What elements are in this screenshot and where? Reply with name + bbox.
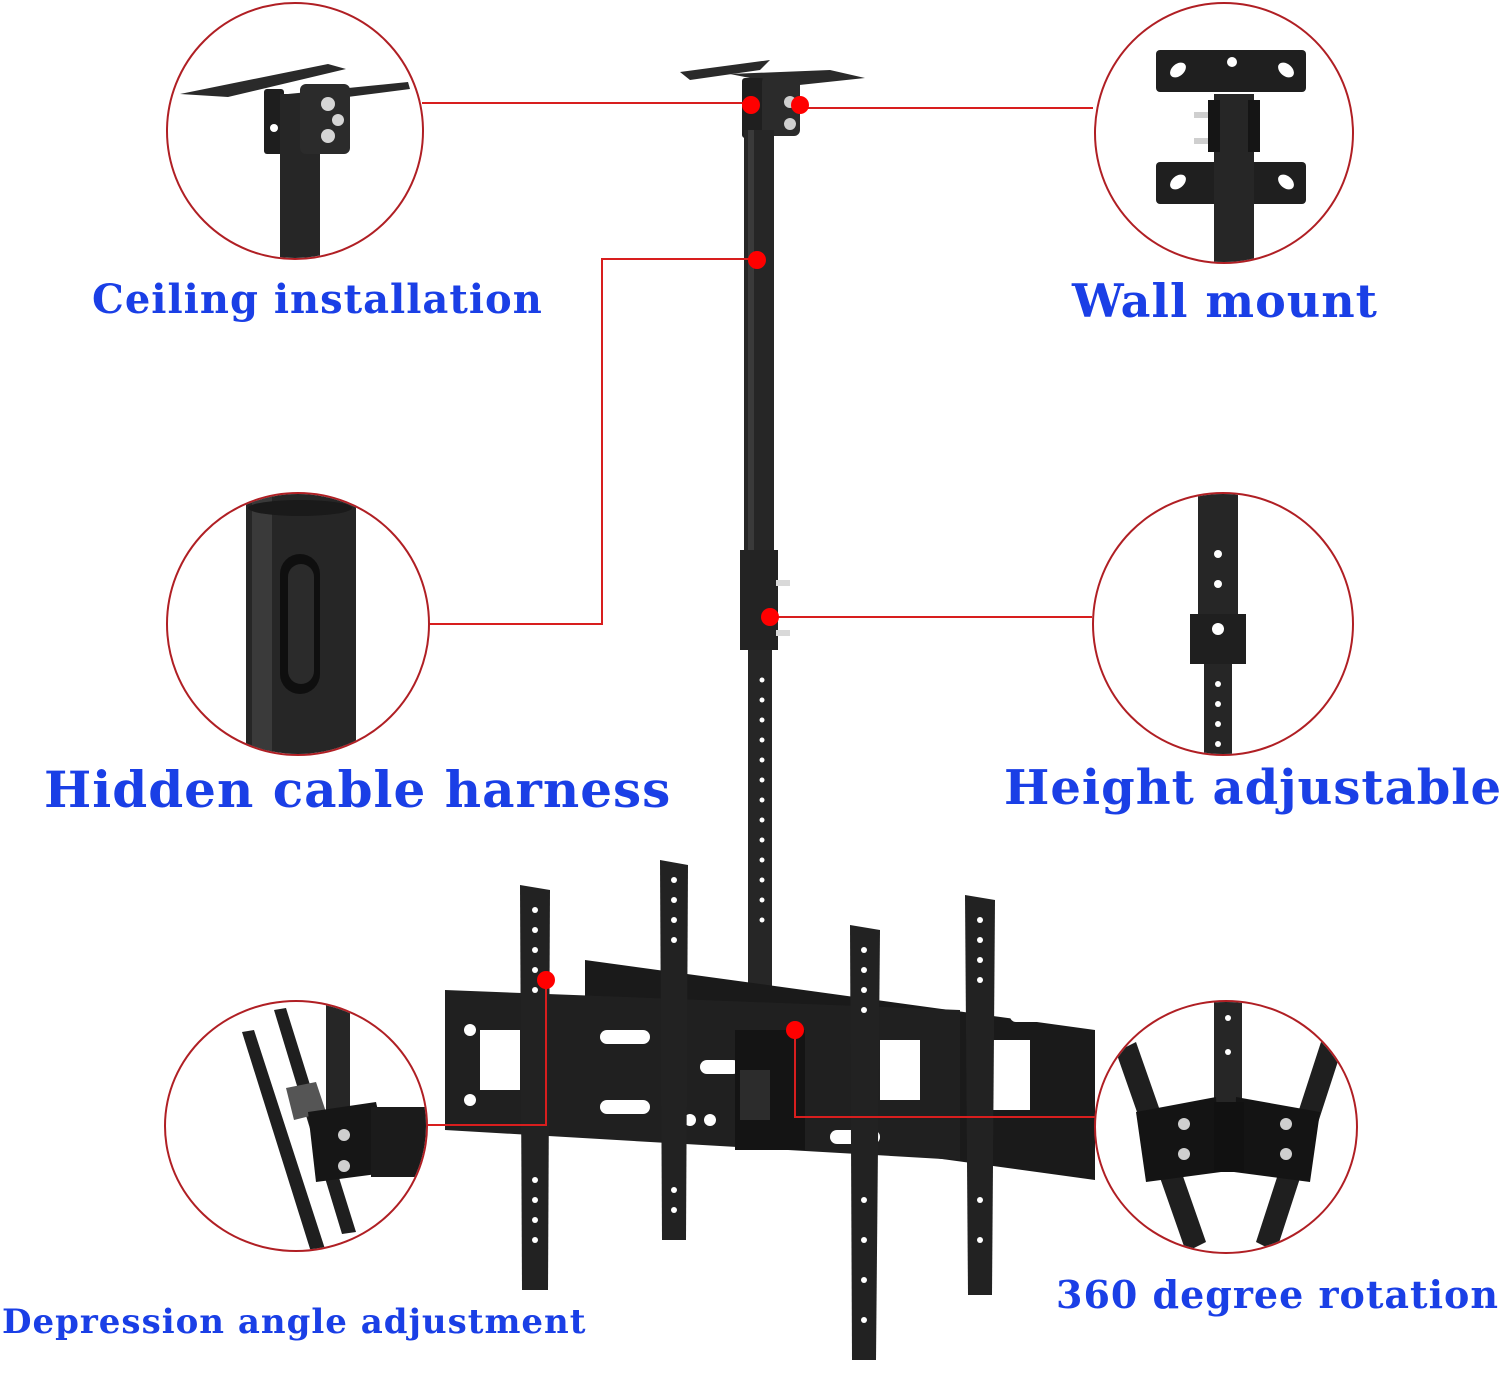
detail-circle-rotation xyxy=(1094,1000,1358,1254)
cable-slot-icon xyxy=(246,494,356,754)
label-height-adjustable: Height adjustable xyxy=(1004,760,1500,816)
connector-cable xyxy=(430,258,757,625)
marker-dot-rotation xyxy=(786,1021,804,1039)
detail-circle-height xyxy=(1092,492,1354,756)
marker-dots xyxy=(537,96,809,1039)
product-ceiling-mount xyxy=(445,60,1095,1360)
ceiling-bracket-icon xyxy=(180,64,410,258)
marker-dot-ceiling xyxy=(742,96,760,114)
marker-dot-height xyxy=(761,608,779,626)
label-ceiling-installation: Ceiling installation xyxy=(92,276,543,323)
label-hidden-cable-harness: Hidden cable harness xyxy=(44,760,672,819)
marker-dot-wall xyxy=(791,96,809,114)
detail-circle-tilt xyxy=(164,1000,428,1252)
detail-circle-ceiling xyxy=(166,2,424,260)
connector-tilt xyxy=(428,980,547,1126)
telescoping-pole-icon xyxy=(1190,494,1246,754)
label-wall-mount: Wall mount xyxy=(1072,274,1378,328)
connector-rotation xyxy=(794,1030,1095,1118)
swivel-joint-icon xyxy=(1116,1002,1341,1252)
label-360-degree-rotation: 360 degree rotation xyxy=(1056,1272,1499,1317)
label-depression-angle-adjustment: Depression angle adjustment xyxy=(2,1302,587,1342)
marker-dot-tilt xyxy=(537,971,555,989)
wall-bracket-icon xyxy=(1156,50,1306,262)
tilt-joint-icon xyxy=(242,1002,426,1250)
detail-circle-cable xyxy=(166,492,430,756)
marker-dot-cable xyxy=(748,251,766,269)
detail-circle-wall xyxy=(1094,2,1354,264)
connector-lines xyxy=(422,102,1095,1126)
